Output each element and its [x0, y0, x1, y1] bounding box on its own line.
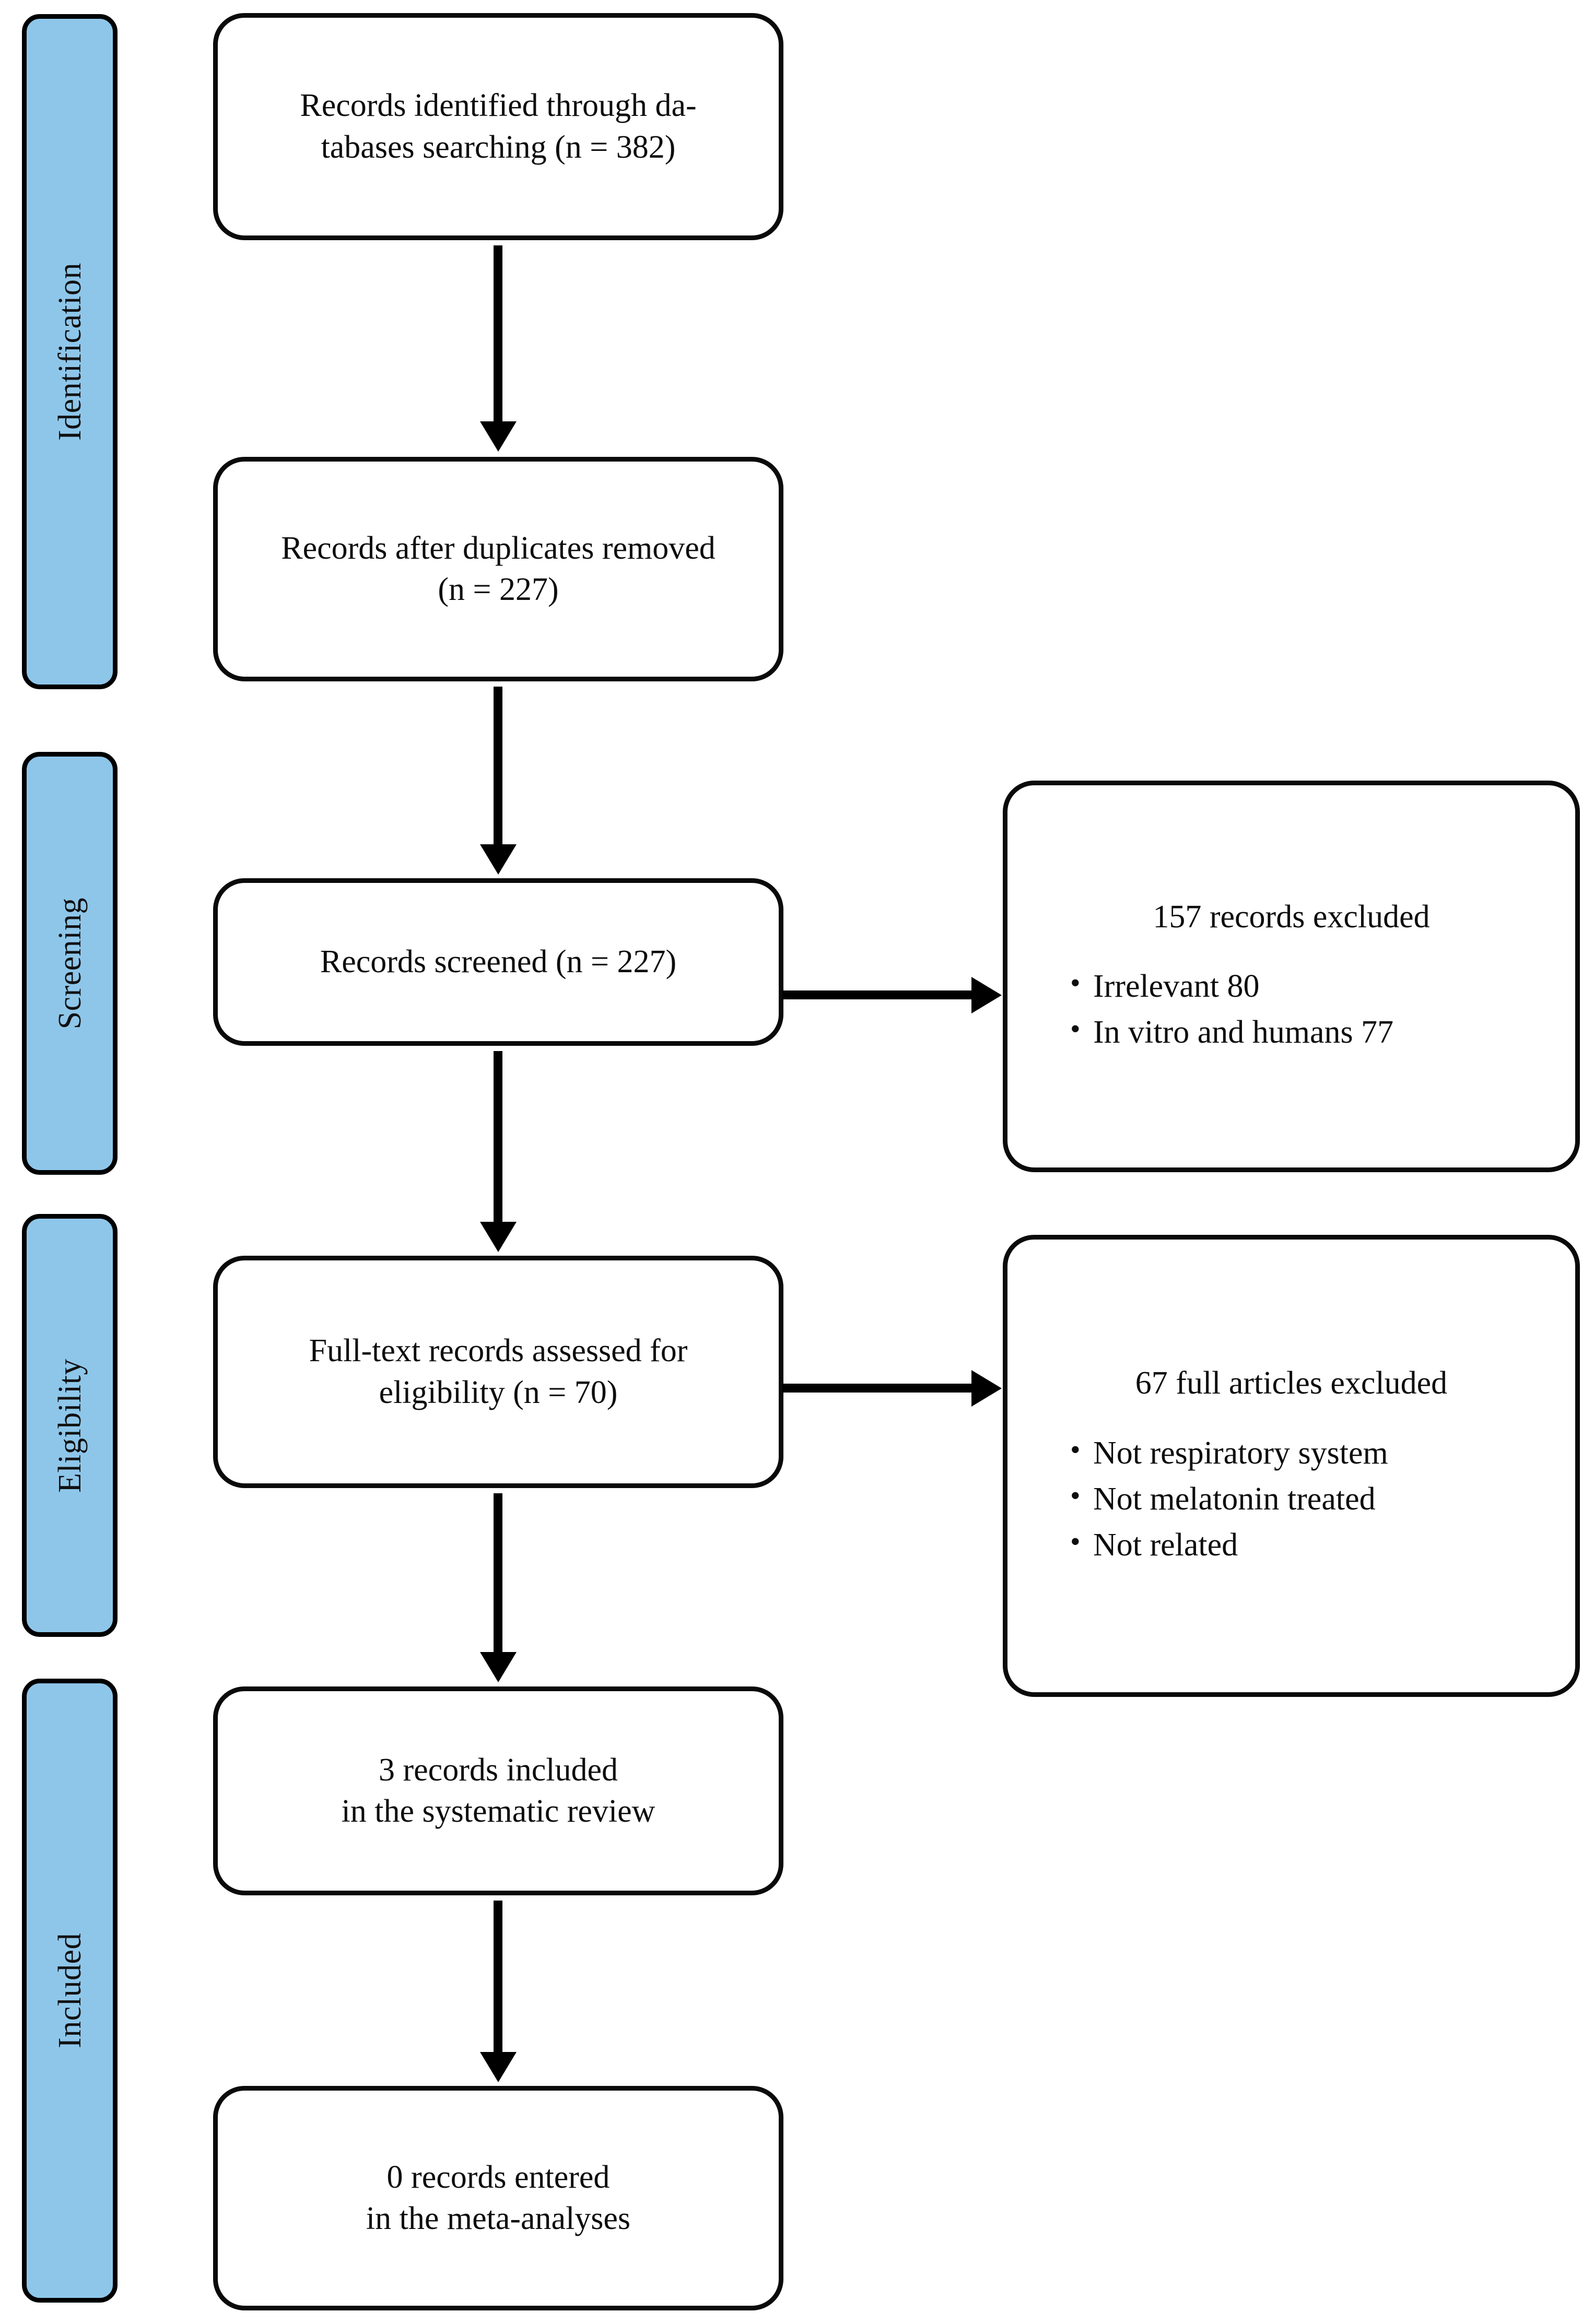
flow-box-included-systematic-review-text: 3 records included in the systematic rev…: [341, 1752, 655, 1829]
stage-label-included: Included: [52, 1933, 88, 2048]
stage-label-screening: Screening: [52, 897, 88, 1030]
stage-bar-included: Included: [22, 1679, 118, 2303]
exclusion-records-excluded-heading: 157 records excluded: [1153, 899, 1430, 935]
stage-bar-screening: Screening: [22, 752, 118, 1175]
flow-box-duplicates-removed-text: Records after duplicates removed (n = 22…: [281, 530, 716, 607]
exclusion-box-full-articles-excluded: 67 full articles excluded Not respirator…: [1003, 1235, 1580, 1697]
flow-box-full-text-assessed-text: Full-text records assessed for eligibili…: [309, 1333, 688, 1410]
flow-box-records-identified: Records identified through da- tabases s…: [213, 13, 783, 240]
exclusion-full-articles-excluded-heading: 67 full articles excluded: [1135, 1365, 1448, 1401]
list-item: Not respiratory system: [1070, 1430, 1544, 1476]
flow-box-duplicates-removed: Records after duplicates removed (n = 22…: [213, 457, 783, 681]
flow-box-entered-meta-analyses-text: 0 records entered in the meta-analyses: [366, 2159, 631, 2236]
flow-box-full-text-assessed: Full-text records assessed for eligibili…: [213, 1256, 783, 1488]
list-item: Irrelevant 80: [1070, 963, 1544, 1009]
flow-box-included-systematic-review: 3 records included in the systematic rev…: [213, 1686, 783, 1895]
flow-box-records-identified-text: Records identified through da- tabases s…: [300, 88, 697, 165]
stage-bar-eligibility: Eligibility: [22, 1214, 118, 1637]
list-item: In vitro and humans 77: [1070, 1009, 1544, 1055]
exclusion-box-records-excluded: 157 records excluded Irrelevant 80 In vi…: [1003, 781, 1580, 1172]
list-item: Not related: [1070, 1521, 1544, 1568]
list-item: Not melatonin treated: [1070, 1476, 1544, 1522]
flow-box-entered-meta-analyses: 0 records entered in the meta-analyses: [213, 2086, 783, 2310]
exclusion-full-articles-excluded-reasons: Not respiratory system Not melatonin tre…: [1039, 1430, 1544, 1568]
flow-box-records-screened: Records screened (n = 227): [213, 878, 783, 1046]
exclusion-records-excluded-reasons: Irrelevant 80 In vitro and humans 77: [1039, 963, 1544, 1055]
stage-bar-identification: Identification: [22, 14, 118, 689]
flow-box-records-screened-text: Records screened (n = 227): [320, 943, 677, 980]
stage-label-identification: Identification: [52, 263, 88, 441]
stage-label-eligibility: Eligibility: [52, 1358, 88, 1493]
